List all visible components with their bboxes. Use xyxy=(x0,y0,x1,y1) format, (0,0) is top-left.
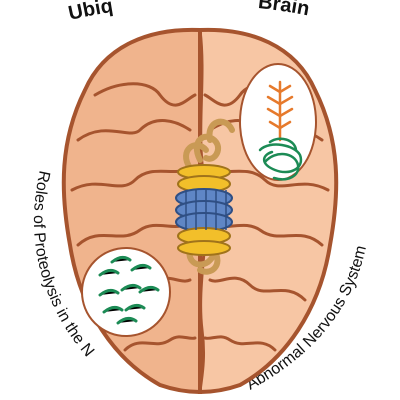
proteasome-icon xyxy=(175,164,233,256)
protein-aggregates-icon xyxy=(98,255,160,325)
tau-oval xyxy=(239,63,317,181)
title-text-left: Ubiq xyxy=(66,0,114,25)
tau-tangle-icon xyxy=(258,137,303,181)
title-text-right: Brain xyxy=(257,0,311,20)
aggregate-circle xyxy=(81,247,171,337)
branch-icon xyxy=(266,80,294,142)
